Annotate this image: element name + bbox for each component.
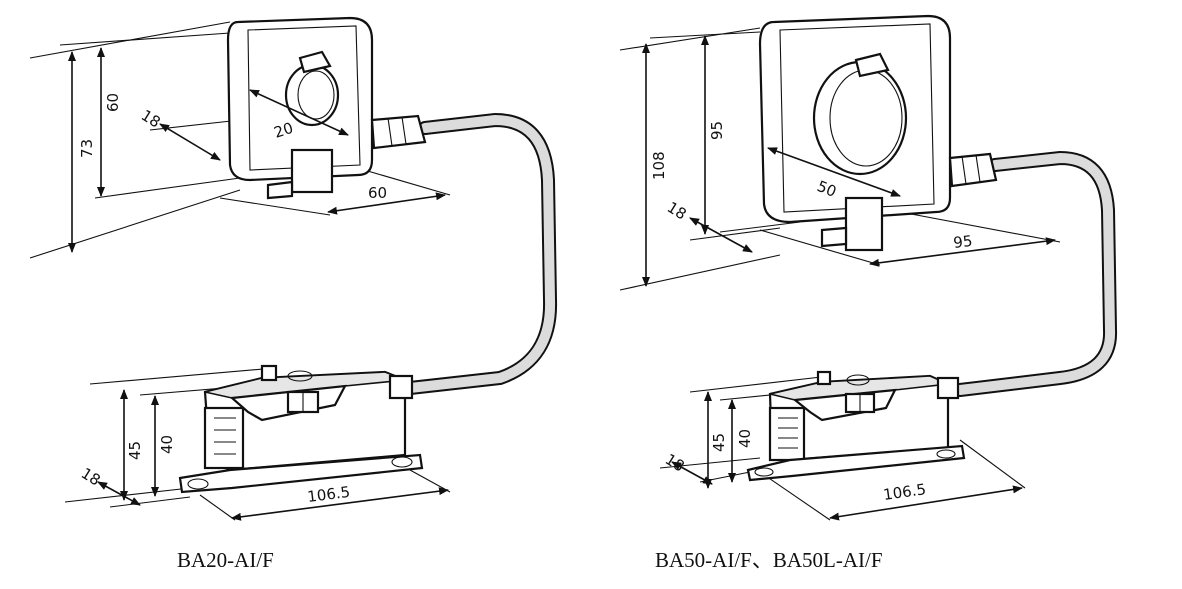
ba20-assembly: 73 60 18 20 60 xyxy=(29,16,558,572)
ba50-sensor-dimensions xyxy=(642,35,1056,287)
ba50-sensor-thickness-label: 18 xyxy=(664,198,690,223)
ba50-cable xyxy=(953,150,1118,397)
ba50-module-length-label: 106.5 xyxy=(882,480,927,504)
ba20-sensor-thickness-label: 18 xyxy=(138,106,164,131)
ba50-module-thickness-label: 18 xyxy=(662,450,688,475)
ba20-cable xyxy=(403,112,558,395)
ba20-sensor-dimensions xyxy=(68,47,446,253)
ba50-module-dimensions xyxy=(671,391,1023,521)
ba50-assembly: 108 95 18 50 95 xyxy=(619,14,1118,572)
ba50-module-height-total-label: 45 xyxy=(710,433,728,452)
ba20-caption: BA20-AI/F xyxy=(177,548,274,572)
ba50-sensor-height-total-label: 108 xyxy=(650,151,668,180)
ba20-sensor xyxy=(226,16,427,200)
ba20-sensor-height-window-label: 60 xyxy=(104,93,122,112)
ba20-module xyxy=(178,364,424,494)
ba50-sensor-aperture-label: 50 xyxy=(815,177,839,201)
ba20-module-dimensions xyxy=(97,389,449,521)
ba20-sensor-aperture-label: 20 xyxy=(272,119,296,142)
ba50-module xyxy=(746,370,966,482)
ba20-sensor-height-total-label: 73 xyxy=(78,139,96,158)
ba20-module-height-total-label: 45 xyxy=(126,441,144,460)
ba50-sensor-height-window-label: 95 xyxy=(708,121,726,140)
ba50-module-height-body-label: 40 xyxy=(736,429,754,448)
ba50-sensor-width-label: 95 xyxy=(952,232,973,252)
ba20-sensor-width-label: 60 xyxy=(368,184,387,202)
ba20-module-length-label: 106.5 xyxy=(306,483,351,506)
ba50-sensor xyxy=(758,14,998,252)
ba50-caption: BA50-AI/F、BA50L-AI/F xyxy=(655,548,883,572)
ba20-module-thickness-label: 18 xyxy=(78,464,104,489)
ba20-module-height-body-label: 40 xyxy=(158,435,176,454)
